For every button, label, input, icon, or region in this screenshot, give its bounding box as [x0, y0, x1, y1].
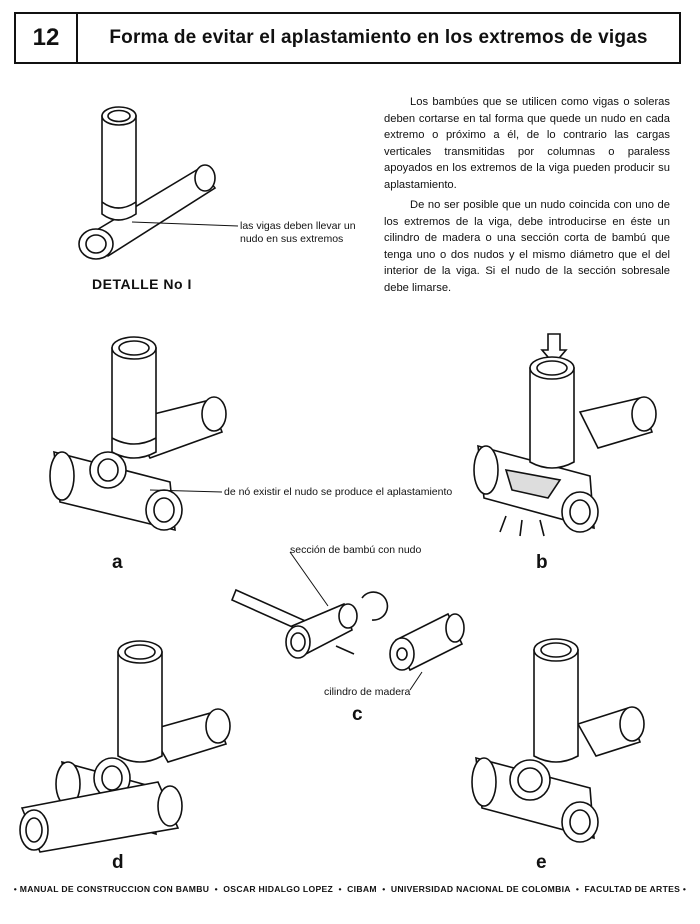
- page-footer: • MANUAL DE CONSTRUCCION CON BAMBU • OSC…: [13, 884, 687, 894]
- annotation-nudo-line-1: las vigas deben llevar un: [240, 220, 356, 232]
- figure-a-drawing: [49, 336, 227, 532]
- annotation-nudo: las vigas deben llevar un nudo en sus ex…: [240, 220, 356, 246]
- footer-item: OSCAR HIDALGO LOPEZ: [223, 884, 334, 894]
- annotation-cilindro: cilindro de madera: [324, 686, 411, 698]
- figure-label-e: e: [536, 852, 547, 873]
- figure-e-drawing: [471, 638, 645, 843]
- footer-item: UNIVERSIDAD NACIONAL DE COLOMBIA: [390, 884, 571, 894]
- page-title: Forma de evitar el aplastamiento en los …: [109, 27, 648, 48]
- detail-column-drawing: [101, 106, 137, 221]
- figure-label-b: b: [536, 552, 548, 573]
- footer-item: FACULTAD DE ARTES: [584, 884, 681, 894]
- figure-label-c: c: [352, 704, 363, 725]
- annotation-aplastamiento: de nó existir el nudo se produce el apla…: [224, 486, 453, 498]
- detail-beam-drawing: [78, 164, 217, 260]
- page-header: 12 Forma de evitar el aplastamiento en l…: [14, 12, 681, 64]
- footer-item: CIBAM: [347, 884, 377, 894]
- section-number: 12: [16, 14, 78, 62]
- detail-label: DETALLE No I: [92, 276, 192, 292]
- paragraph-2-text: De no ser posible que un nudo coincida c…: [384, 199, 670, 294]
- figure-label-a: a: [112, 552, 123, 573]
- figure-b-drawing: [473, 333, 657, 537]
- paragraph-1-text: Los bambúes que se utilicen como vigas o…: [384, 96, 670, 191]
- annotation-nudo-line-2: nudo en sus extremos: [240, 233, 344, 245]
- annotation-seccion: sección de bambú con nudo: [290, 544, 422, 556]
- paragraph-2: De no ser posible que un nudo coincida c…: [384, 197, 670, 297]
- paragraph-1: Los bambúes que se utilicen como vigas o…: [384, 94, 670, 194]
- figure-c-wood-cylinder-drawing: [389, 612, 465, 672]
- footer-item: MANUAL DE CONSTRUCCION CON BAMBU: [19, 884, 210, 894]
- figure-label-d: d: [112, 852, 124, 873]
- figure-c-section-drawing: [230, 588, 389, 659]
- figure-d-drawing: [19, 640, 231, 853]
